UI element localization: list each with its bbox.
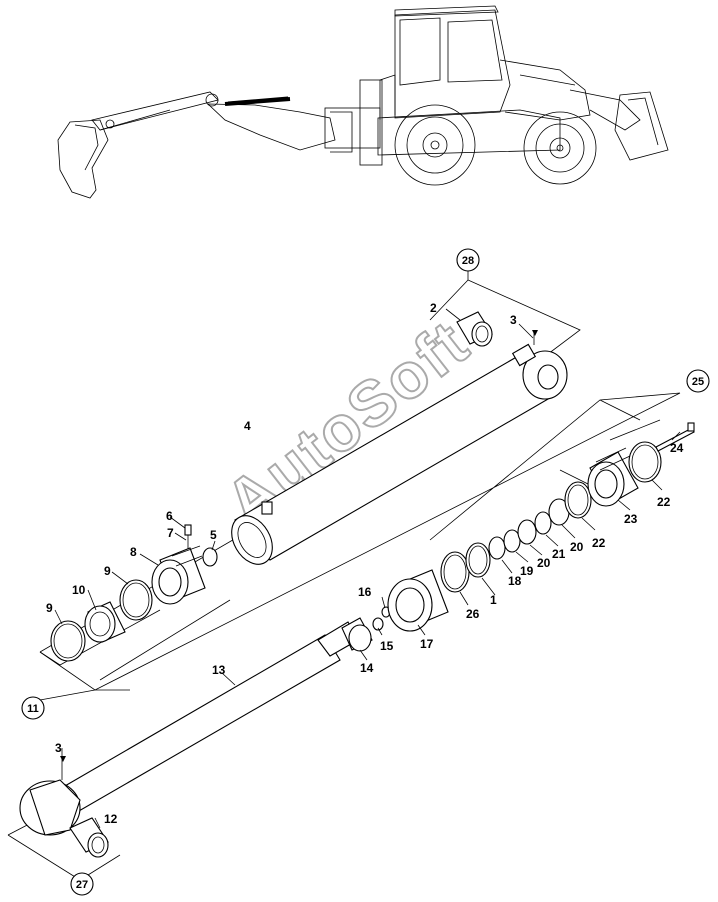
part-number: 8 <box>130 545 137 559</box>
part-number: 10 <box>72 583 86 597</box>
callout-27: 27 <box>70 872 94 896</box>
callout-25: 25 <box>686 369 710 393</box>
assembly-brackets <box>7 270 681 881</box>
part-number: 20 <box>570 540 584 554</box>
part-number: 21 <box>552 547 566 561</box>
part-number: 2 <box>430 301 437 315</box>
o-ring-5 <box>202 547 218 567</box>
piston-17 <box>387 569 449 632</box>
callout-28-text: 28 <box>462 255 474 267</box>
seal-ring-1 <box>465 542 491 578</box>
seal-ring-22b <box>628 441 662 483</box>
piston-spacer-14 <box>341 617 373 652</box>
part-number: 12 <box>104 812 118 826</box>
grub-screw-15-16 <box>372 606 391 631</box>
part-number: 22 <box>592 536 606 550</box>
part-number: 26 <box>466 607 480 621</box>
part-number: 24 <box>670 441 684 455</box>
tool-pin-24 <box>655 422 695 452</box>
part-number: 13 <box>212 663 226 677</box>
part-number: 16 <box>358 585 372 599</box>
seal-ring-9a <box>50 620 86 662</box>
pin-bushing-2 <box>456 311 493 347</box>
wiper-10 <box>84 601 126 643</box>
part-number: 6 <box>166 509 173 523</box>
seal-ring-21 <box>534 511 552 535</box>
leader-lines <box>54 308 681 829</box>
seal-ring-20a <box>517 519 537 545</box>
gland-8 <box>151 545 206 605</box>
cylinder-head-23 <box>587 447 639 507</box>
grease-nipple-6-7 <box>184 524 192 550</box>
cylinder-barrel <box>231 343 568 565</box>
part-number: 19 <box>520 564 534 578</box>
backhoe-loader-illustration <box>57 5 669 199</box>
callout-27-text: 27 <box>76 879 88 891</box>
callout-11-text: 11 <box>27 703 39 715</box>
seal-ring-19 <box>503 529 521 553</box>
callout-25-text: 25 <box>692 376 704 388</box>
part-number: 9 <box>104 564 111 578</box>
part-number: 1 <box>490 593 497 607</box>
part-number: 18 <box>508 574 522 588</box>
part-number: 14 <box>360 661 374 675</box>
seal-ring-18 <box>488 536 506 560</box>
seal-ring-26 <box>440 551 470 593</box>
pin-bushing-12 <box>69 817 109 858</box>
part-number: 5 <box>210 528 217 542</box>
part-number: 3 <box>55 741 62 755</box>
pointer-3a-icon <box>532 330 538 336</box>
part-number: 9 <box>46 601 53 615</box>
part-labels: 1 2 3 3 4 5 6 7 8 9 9 10 12 13 14 15 16 … <box>46 301 684 826</box>
part-number: 15 <box>380 639 394 653</box>
part-number: 17 <box>420 637 434 651</box>
part-number: 7 <box>167 526 174 540</box>
piston-rod <box>19 621 359 836</box>
part-number: 4 <box>244 419 251 433</box>
pointer-3b-icon <box>60 756 66 762</box>
part-number: 3 <box>510 313 517 327</box>
callout-28: 28 <box>456 248 480 272</box>
part-number: 20 <box>537 556 551 570</box>
seal-ring-22a <box>564 481 592 519</box>
part-number: 23 <box>624 512 638 526</box>
part-number: 22 <box>657 495 671 509</box>
seal-ring-9b <box>119 579 153 621</box>
callout-11: 11 <box>21 696 45 720</box>
